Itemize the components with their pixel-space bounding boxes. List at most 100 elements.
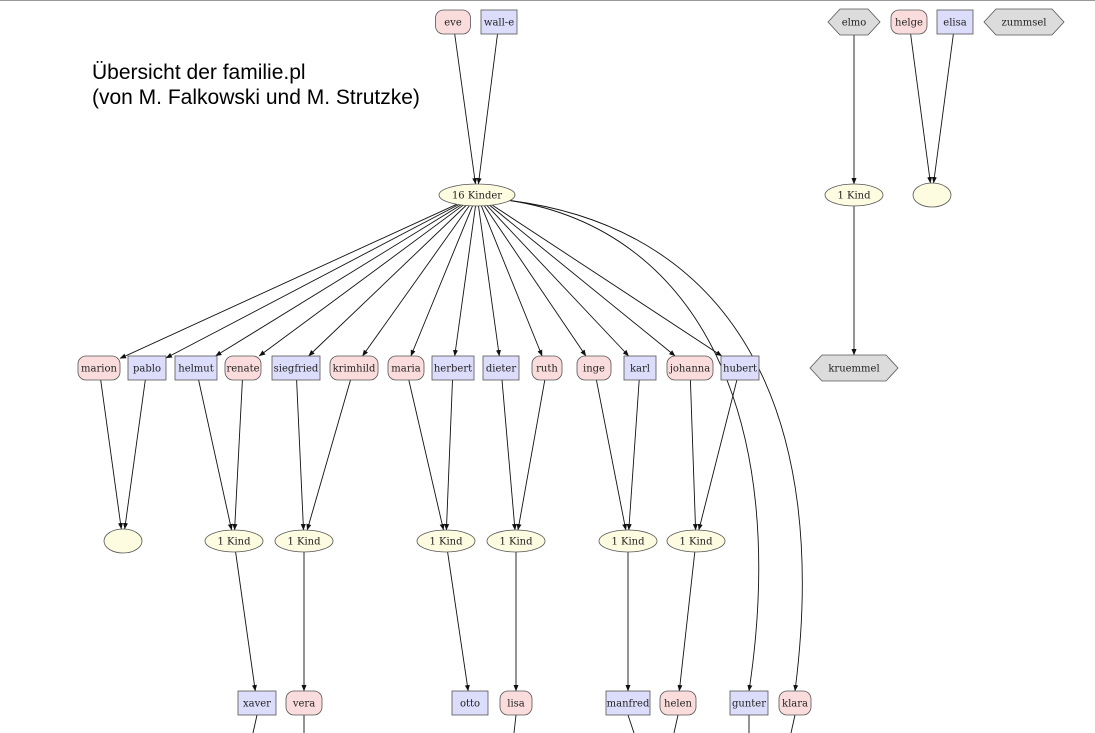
node-famMaria-label: 1 Kind	[429, 537, 463, 548]
node-inge-shape	[576, 355, 612, 381]
node-kruemmel-shape	[809, 354, 899, 382]
edge-fam16-inge	[483, 205, 587, 357]
node-elisa-label: elisa	[943, 18, 966, 29]
node-klara-shape	[778, 690, 812, 716]
node-famSiegfried-shape	[274, 529, 334, 553]
edge-stub-manfred	[627, 714, 635, 733]
node-famJohanna-label: 1 Kind	[679, 537, 713, 548]
node-lisa-label: lisa	[507, 699, 525, 710]
node-marion: marion	[77, 355, 121, 381]
edge-elisa-famHelge	[931, 33, 954, 184]
node-helmut: helmut	[174, 355, 218, 381]
title-line-1: Übersicht der familie.pl	[92, 61, 306, 84]
node-krimhild-label: krimhild	[333, 364, 376, 375]
edge-maria-famMaria	[408, 379, 445, 531]
node-elmo-shape	[827, 8, 881, 36]
node-marion-shape	[77, 355, 121, 381]
node-eve-label: eve	[444, 18, 462, 29]
node-dieter-label: dieter	[486, 364, 516, 375]
edge-hubert-famJohanna	[697, 379, 738, 531]
edge-fam16-dieter	[478, 205, 501, 357]
node-xaver-shape	[237, 690, 277, 716]
node-hubert: hubert	[720, 355, 760, 381]
node-kruemmel-label: kruemmel	[828, 364, 879, 375]
node-manfred-label: manfred	[607, 699, 650, 710]
node-krimhild: krimhild	[329, 355, 379, 381]
edge-fam16-maria	[410, 205, 473, 357]
node-helen-label: helen	[664, 699, 692, 710]
edge-fam16-herbert	[453, 205, 476, 357]
node-famInge-shape	[598, 529, 658, 553]
node-maria-shape	[387, 355, 425, 381]
node-gunter-label: gunter	[732, 699, 766, 710]
node-helen: helen	[659, 690, 697, 716]
node-famElmo-label: 1 Kind	[837, 191, 871, 202]
node-dieter-shape	[482, 355, 520, 381]
node-zummsel-label: zummsel	[1002, 18, 1047, 29]
node-walle-label: wall-e	[484, 18, 514, 29]
node-karl: karl	[623, 355, 657, 381]
node-otto: otto	[451, 690, 489, 716]
edge-eve-fam16	[454, 33, 478, 185]
node-elmo-label: elmo	[842, 18, 867, 29]
node-walle-shape	[480, 9, 518, 35]
node-gunter: gunter	[729, 690, 769, 716]
node-kruemmel: kruemmel	[809, 354, 899, 382]
node-famDieter-shape	[486, 529, 546, 553]
node-renate: renate	[224, 355, 262, 381]
node-inge: inge	[576, 355, 612, 381]
node-ruth-shape	[531, 355, 563, 381]
edge-fam16-johanna	[489, 205, 676, 357]
node-renate-label: renate	[226, 364, 259, 375]
node-herbert-shape	[431, 355, 475, 381]
node-zummsel: zummsel	[983, 8, 1065, 36]
node-famElmo-shape	[824, 183, 884, 207]
node-helen-shape	[659, 690, 697, 716]
edge-famMaria-otto	[447, 551, 470, 692]
node-maria: maria	[387, 355, 425, 381]
node-fam16-label: 16 Kinder	[452, 191, 502, 202]
edge-helge-famHelge	[910, 33, 933, 184]
node-karl-shape	[623, 355, 657, 381]
edge-krimhild-famSiegfried	[306, 379, 351, 531]
node-famDieter: 1 Kind	[486, 529, 546, 553]
edge-fam16-siegfried	[308, 205, 467, 357]
edge-renate-famHelmut	[232, 379, 243, 531]
edge-fam16-helmut	[215, 204, 462, 357]
node-hubert-label: hubert	[723, 364, 757, 375]
node-famHelge-shape	[912, 182, 952, 208]
node-otto-shape	[451, 690, 489, 716]
node-xaver: xaver	[237, 690, 277, 716]
node-lisa: lisa	[499, 690, 533, 716]
node-famHelmut: 1 Kind	[204, 529, 264, 553]
edge-fam16-klara	[509, 200, 803, 692]
edge-fam16-pablo	[165, 204, 459, 359]
node-eve: eve	[435, 9, 471, 35]
node-siegfried-label: siegfried	[274, 364, 319, 375]
node-famInge-label: 1 Kind	[611, 537, 645, 548]
edge-stub-klara	[790, 714, 796, 733]
node-hubert-shape	[720, 355, 760, 381]
edge-famHelmut-xaver	[235, 551, 257, 692]
node-herbert: herbert	[431, 355, 475, 381]
edge-famJohanna-helen	[677, 551, 696, 692]
node-famDieter-label: 1 Kind	[499, 537, 533, 548]
edge-stub-helen	[673, 714, 679, 733]
edge-siegfried-famSiegfried	[296, 379, 306, 531]
node-famMarion-shape	[103, 528, 143, 554]
node-pablo: pablo	[127, 355, 167, 381]
node-lisa-shape	[499, 690, 533, 716]
node-famJohanna: 1 Kind	[666, 529, 726, 553]
node-helmut-label: helmut	[178, 364, 214, 375]
edge-dieter-famDieter	[501, 379, 517, 531]
node-renate-shape	[224, 355, 262, 381]
edge-inge-famInge	[595, 379, 628, 531]
edge-walle-fam16	[476, 33, 498, 185]
node-zummsel-shape	[983, 8, 1065, 36]
edge-pablo-famMarion	[123, 379, 146, 530]
node-fam16-shape	[438, 183, 516, 207]
node-siegfried-shape	[271, 355, 321, 381]
node-vera-shape	[285, 690, 323, 716]
node-helge: helge	[890, 9, 928, 35]
edge-herbert-famMaria	[444, 379, 453, 531]
